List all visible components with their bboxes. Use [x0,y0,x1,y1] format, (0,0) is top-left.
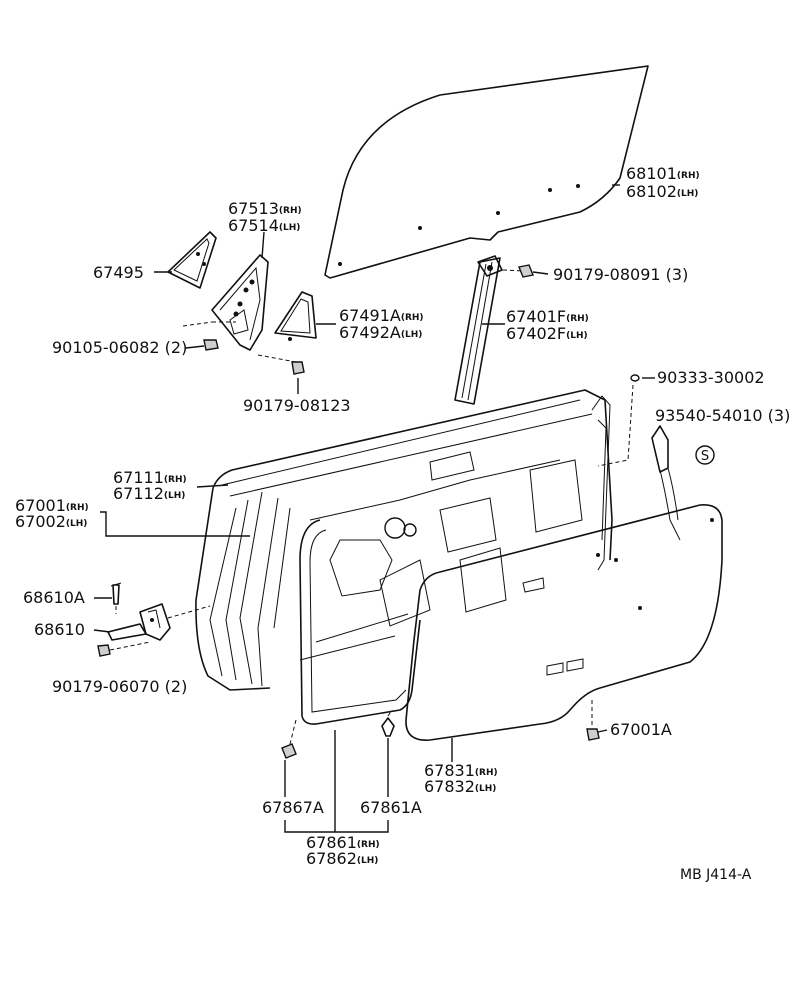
grommet-90333-30002 [597,374,640,467]
label-67867a: 67867A [262,798,324,817]
nut-90179-08091 [518,264,534,278]
label-68610a: 68610A [23,588,85,607]
label-90105-06082: 90105-06082 (2) [52,338,188,357]
label-67492a: 67492A(LH) [339,323,423,342]
screw-90105-06082 [182,321,236,351]
label-68101: 68101(RH) [626,164,700,183]
mirror-base-67513 [211,254,269,351]
label-68610: 68610 [34,620,85,639]
trim-board [405,503,723,741]
label-67514: 67514(LH) [228,216,301,235]
label-67861: 67861(RH) [306,833,380,852]
label-67832: 67832(LH) [424,777,497,796]
label-67831: 67831(RH) [424,761,498,780]
label-67112: 67112(LH) [113,484,186,503]
label-68102: 68102(LH) [626,182,699,201]
quarter-glass-67495 [167,231,217,289]
door-weatherstrip [299,519,421,725]
label-67001a: 67001A [610,720,672,739]
leader-lines [93,184,655,833]
door-shell [195,389,613,691]
label-67001: 67001(RH) [15,496,89,515]
label-67111: 67111(RH) [113,468,187,487]
screw-symbol: S [701,449,709,464]
diagram-code: MB J414-A [680,867,752,883]
nut-90179-06070 [97,641,151,657]
label-67402f: 67402F(LH) [506,324,588,343]
label-67862: 67862(LH) [306,849,379,868]
label-67401f: 67401F(RH) [506,307,589,326]
label-67491a: 67491A(RH) [339,306,424,325]
label-90333-30002: 90333-30002 [657,368,765,387]
label-67495: 67495 [93,263,144,282]
clip-67867a [281,719,297,759]
label-93540-54010: 93540-54010 (3) [655,406,791,425]
door-handle-68610 [107,582,211,641]
door-glass [324,65,649,279]
label-67513: 67513(RH) [228,199,302,218]
window-regulator [454,255,526,405]
clip-67001a [586,700,600,741]
clip-67861a [381,709,395,737]
label-90179-08091: 90179-08091 (3) [553,265,689,284]
nut-90179-08123 [257,354,305,375]
label-90179-08123: 90179-08123 [243,396,351,415]
small-glass-67491a [274,291,317,341]
label-90179-06070: 90179-06070 (2) [52,677,188,696]
label-67002: 67002(LH) [15,512,88,531]
clip-93540-54010: S [651,425,715,541]
label-67861a: 67861A [360,798,422,817]
